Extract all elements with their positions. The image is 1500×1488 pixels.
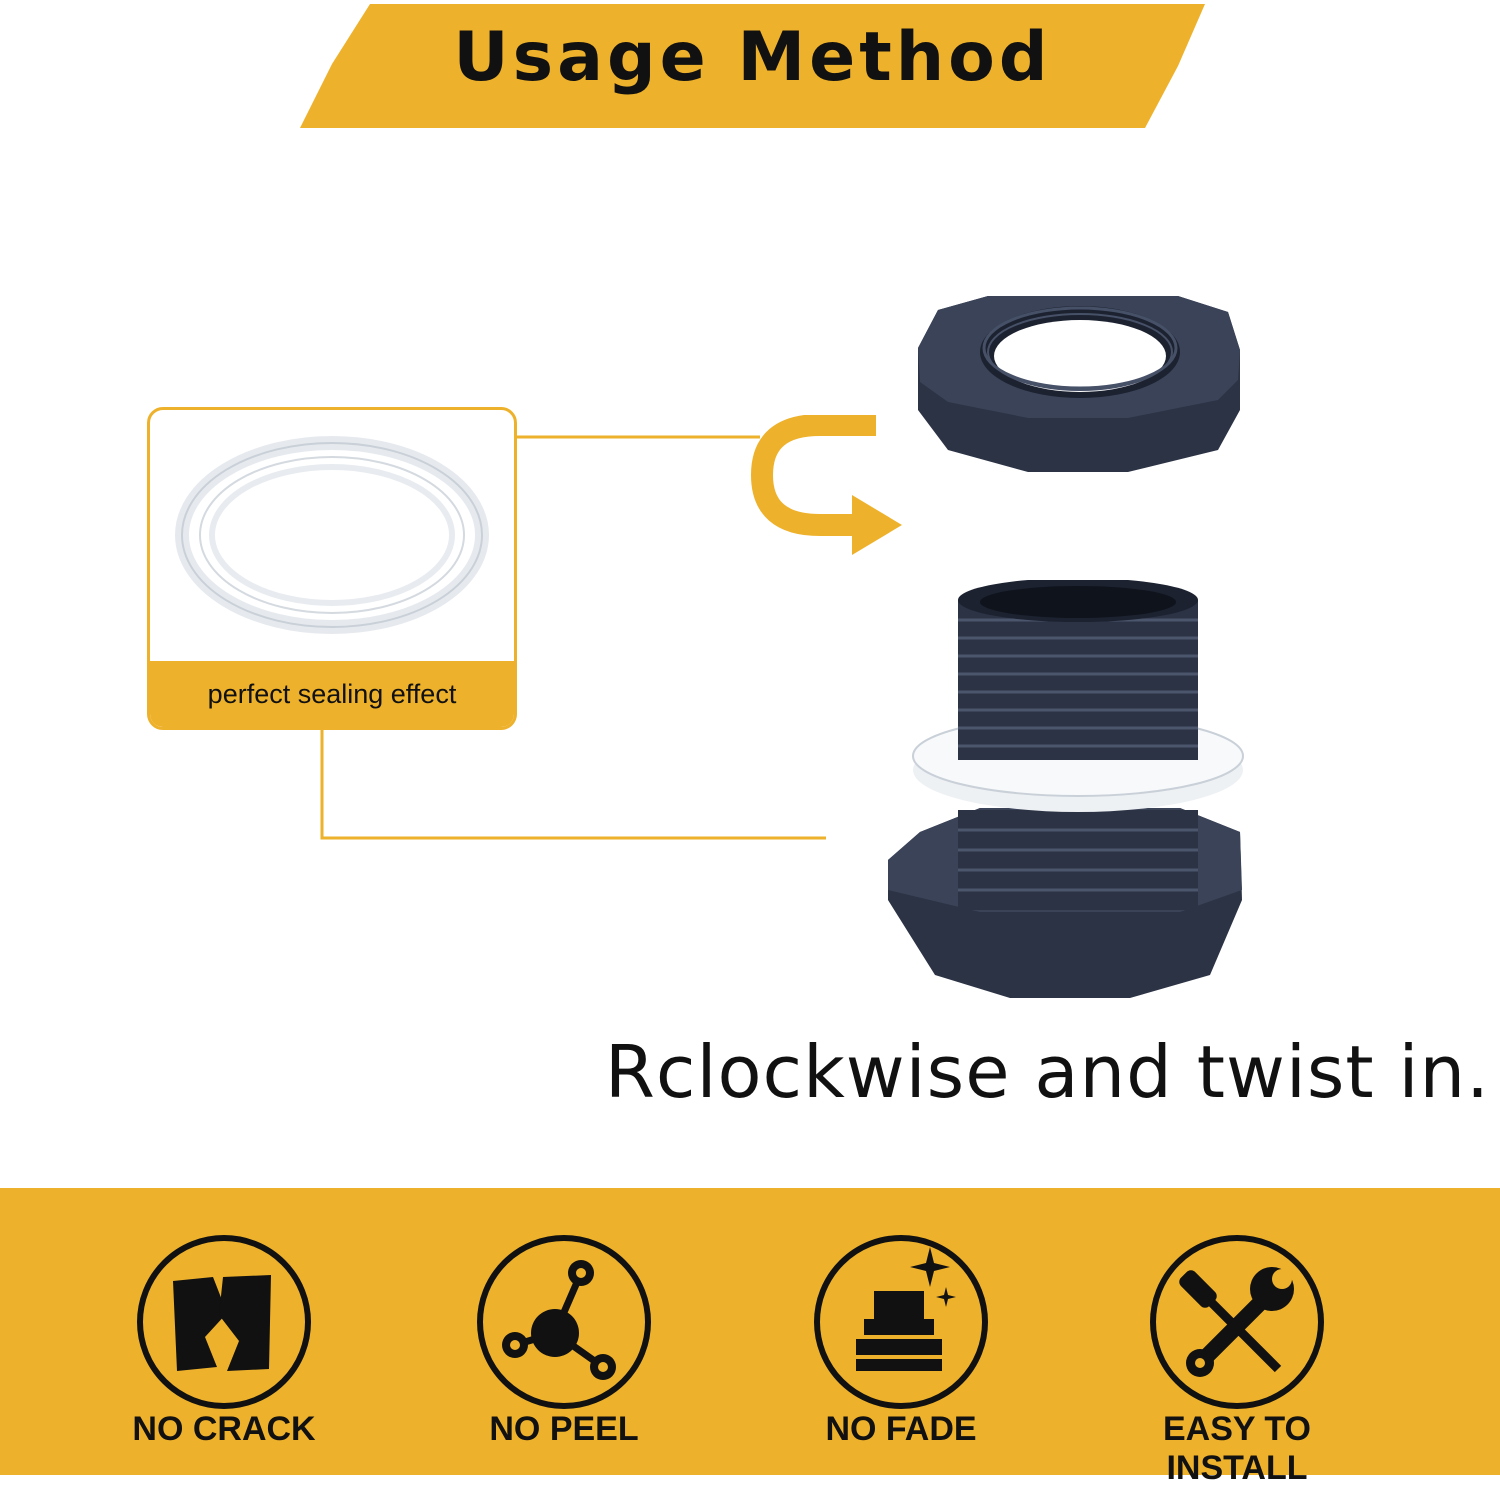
sparkle-fitting-icon [814, 1235, 988, 1409]
seal-callout-label: perfect sealing effect [150, 661, 514, 727]
rotate-arrow-icon [750, 415, 902, 555]
feature-no-crack: NO CRACK [132, 1188, 316, 1475]
crack-panel-icon [137, 1235, 311, 1409]
feature-label: EASY TO INSTALL [1162, 1410, 1312, 1487]
feature-label: NO CRACK [132, 1410, 316, 1448]
header-banner [300, 4, 1205, 128]
feature-no-peel: NO PEEL [475, 1188, 653, 1475]
molecule-icon [477, 1235, 651, 1409]
feature-label: NO FADE [825, 1410, 977, 1448]
gasket-ring-image [175, 436, 489, 634]
feature-strip: NO CRACK NO PEEL NO FADE [0, 1188, 1500, 1487]
page-title: Usage Method [453, 18, 1052, 97]
lock-nut-image [918, 296, 1240, 472]
instruction-caption: Rclockwise and twist in. [604, 1030, 1490, 1114]
wrench-screwdriver-icon [1150, 1235, 1324, 1409]
bulkhead-fitting-image [888, 580, 1244, 998]
seal-callout-card: perfect sealing effect [147, 407, 517, 730]
feature-label: NO PEEL [489, 1410, 639, 1448]
feature-no-fade: NO FADE [812, 1188, 990, 1475]
feature-easy-to-install: EASY TO INSTALL [1148, 1188, 1326, 1487]
